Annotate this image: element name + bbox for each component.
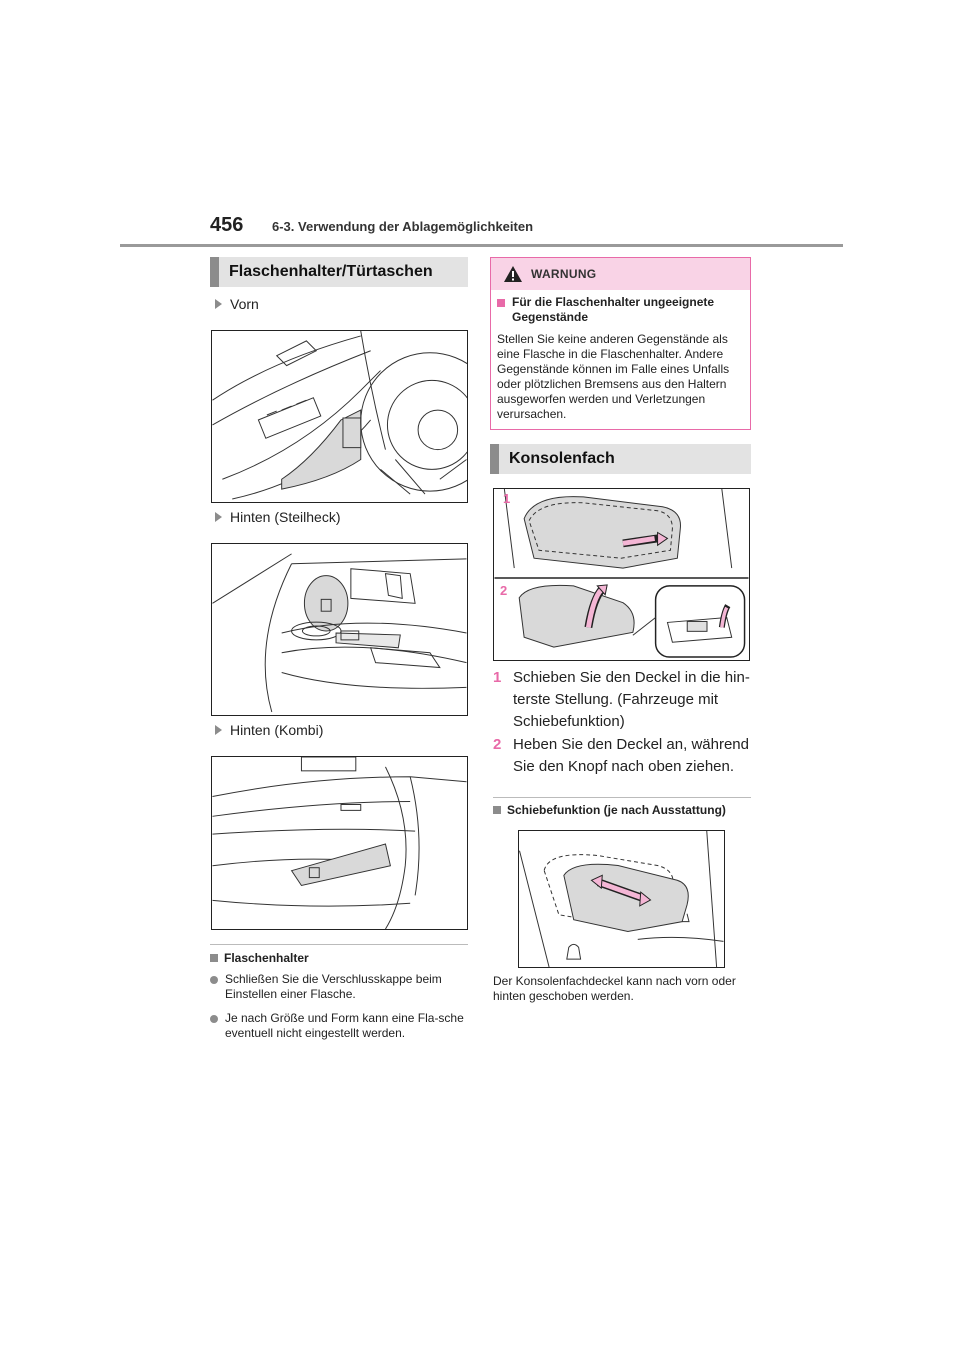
section-title-console: Konsolenfach bbox=[490, 444, 751, 474]
figure-front-door bbox=[211, 330, 468, 503]
circle-bullet-icon bbox=[210, 976, 218, 984]
step-1: 1 Schieben Sie den Deckel in die hin-ter… bbox=[493, 667, 751, 733]
note-divider-right bbox=[493, 797, 751, 798]
figure-label-1: 1 bbox=[503, 491, 511, 506]
figure-sliding-console bbox=[518, 830, 725, 968]
warning-label: WARNUNG bbox=[531, 267, 597, 281]
triangle-bullet-icon bbox=[215, 512, 222, 522]
step-2: 2 Heben Sie den Deckel an, während Sie d… bbox=[493, 734, 751, 778]
warning-text: Stellen Sie keine anderen Gegenstände al… bbox=[497, 332, 730, 421]
step-text-2: Heben Sie den Deckel an, während Sie den… bbox=[513, 736, 749, 775]
rear-wagon-illustration bbox=[212, 757, 467, 929]
note-heading-label: Flaschenhalter bbox=[224, 951, 309, 965]
console-box-illustration bbox=[494, 489, 749, 658]
figure-rear-hatchback bbox=[211, 543, 468, 716]
note-heading-sliding: Schiebefunktion (je nach Ausstattung) bbox=[493, 803, 726, 817]
square-bullet-icon bbox=[493, 806, 501, 814]
triangle-bullet-icon bbox=[215, 299, 222, 309]
note-divider bbox=[210, 944, 468, 945]
circle-bullet-icon bbox=[210, 1015, 218, 1023]
section-title-bottle-holders: Flaschenhalter/Türtaschen bbox=[210, 257, 468, 287]
item-rear-wagon-label: Hinten (Kombi) bbox=[230, 722, 324, 738]
step-number-1: 1 bbox=[493, 669, 502, 686]
sliding-note-text: Der Konsolenfachdeckel kann nach vorn od… bbox=[493, 974, 736, 1003]
item-front-label: Vorn bbox=[230, 296, 259, 312]
note-heading-sliding-label: Schiebefunktion (je nach Ausstattung) bbox=[507, 803, 726, 817]
warning-triangle-icon bbox=[504, 266, 522, 282]
front-door-illustration bbox=[212, 331, 467, 500]
item-rear-wagon: Hinten (Kombi) bbox=[215, 722, 323, 738]
item-rear-hatchback: Hinten (Steilheck) bbox=[215, 509, 341, 525]
square-bullet-icon bbox=[497, 299, 505, 307]
sliding-console-illustration bbox=[519, 831, 724, 967]
note-heading-bottle-holders: Flaschenhalter bbox=[210, 951, 309, 965]
rear-hatchback-illustration bbox=[212, 553, 467, 713]
triangle-bullet-icon bbox=[215, 725, 222, 735]
note-text-2: Je nach Größe und Form kann eine Fla-sch… bbox=[225, 1011, 464, 1040]
item-rear-hatchback-label: Hinten (Steilheck) bbox=[230, 509, 341, 525]
warning-box: WARNUNG Für die Flaschenhalter ungeeigne… bbox=[490, 257, 751, 430]
figure-label-2: 2 bbox=[500, 583, 508, 598]
step-number-2: 2 bbox=[493, 736, 502, 753]
figure-console-box: 1 2 bbox=[493, 488, 750, 661]
warning-heading: Für die Flaschenhalter ungeeignete Gegen… bbox=[512, 295, 715, 324]
note-text-1: Schließen Sie die Verschlusskappe beim E… bbox=[225, 972, 442, 1001]
section-path: 6-3. Verwendung der Ablagemöglichkeiten bbox=[272, 219, 534, 234]
note-item-1: Schließen Sie die Verschlusskappe beim E… bbox=[210, 972, 468, 1002]
warning-header: WARNUNG bbox=[491, 258, 750, 290]
item-front: Vorn bbox=[215, 296, 259, 312]
figure-rear-wagon bbox=[211, 756, 468, 930]
page-number: 456 bbox=[210, 214, 244, 236]
step-text-1: Schieben Sie den Deckel in die hin-terst… bbox=[513, 669, 750, 730]
note-item-2: Je nach Größe und Form kann eine Fla-sch… bbox=[210, 1011, 468, 1041]
square-bullet-icon bbox=[210, 954, 218, 962]
header-rule bbox=[120, 244, 843, 247]
